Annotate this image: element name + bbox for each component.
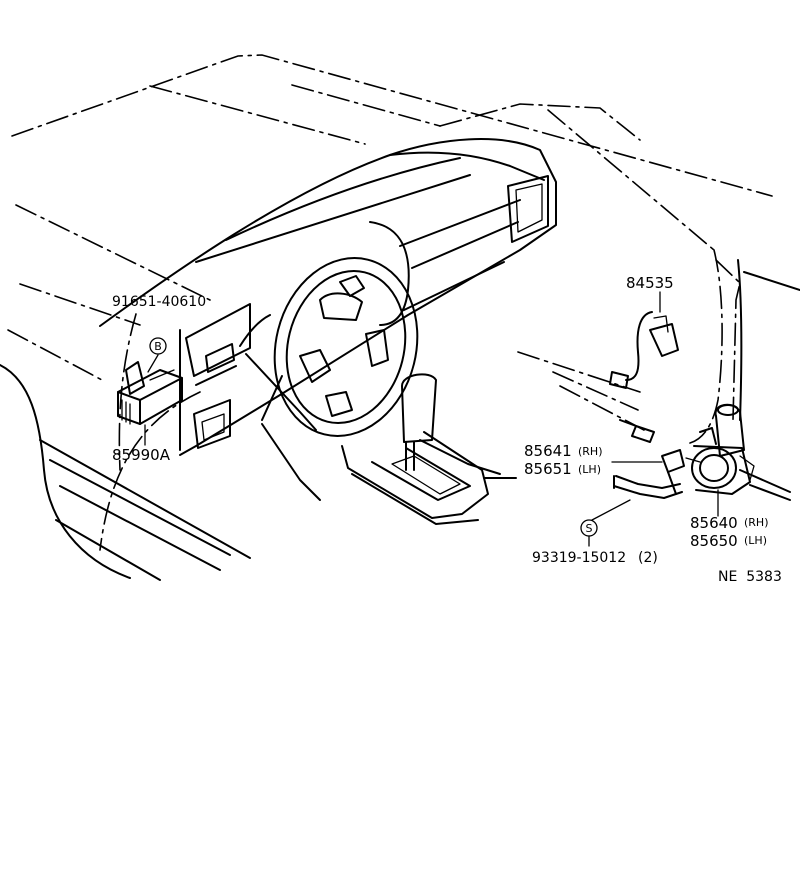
screw-symbol: S (580, 519, 598, 547)
ecu-module (117, 354, 183, 446)
dashboard (99, 138, 557, 501)
car-body-phantom-lines (7, 54, 773, 551)
link-rh-side: (RH) (578, 445, 603, 458)
motor-rh-side: (RH) (744, 516, 769, 529)
callout-labels: 91651-40610 85990A 84535 85641 (RH) 8565… (112, 274, 782, 585)
body-side-lines (0, 259, 800, 581)
figure-code: NE 5383 (718, 569, 782, 585)
motor-lh-side: (LH) (744, 534, 767, 547)
ecu-part-number: 85990A (112, 446, 171, 464)
wire-harness (609, 291, 679, 389)
link-lh-side: (LH) (578, 463, 601, 476)
leveling-motor (685, 403, 755, 517)
svg-text:B: B (154, 340, 162, 353)
motor-rh-part-number: 85640 (690, 514, 738, 532)
svg-text:S: S (586, 522, 593, 535)
shift-console (341, 373, 517, 525)
motor-lh-part-number: 85650 (690, 532, 738, 550)
lamp-unit (619, 419, 655, 443)
bolt-symbol: B (149, 337, 167, 355)
steering-wheel (261, 257, 419, 437)
link-rh-part-number: 85641 (524, 442, 572, 460)
link-85641 (591, 449, 685, 521)
wire-part-number: 84535 (626, 274, 674, 292)
screw-quantity: (2) (638, 550, 658, 566)
link-lh-part-number: 85651 (524, 460, 572, 478)
bolt-part-number: 91651-40610 (112, 294, 206, 310)
screw-part-number: 93319-15012 (532, 550, 626, 566)
